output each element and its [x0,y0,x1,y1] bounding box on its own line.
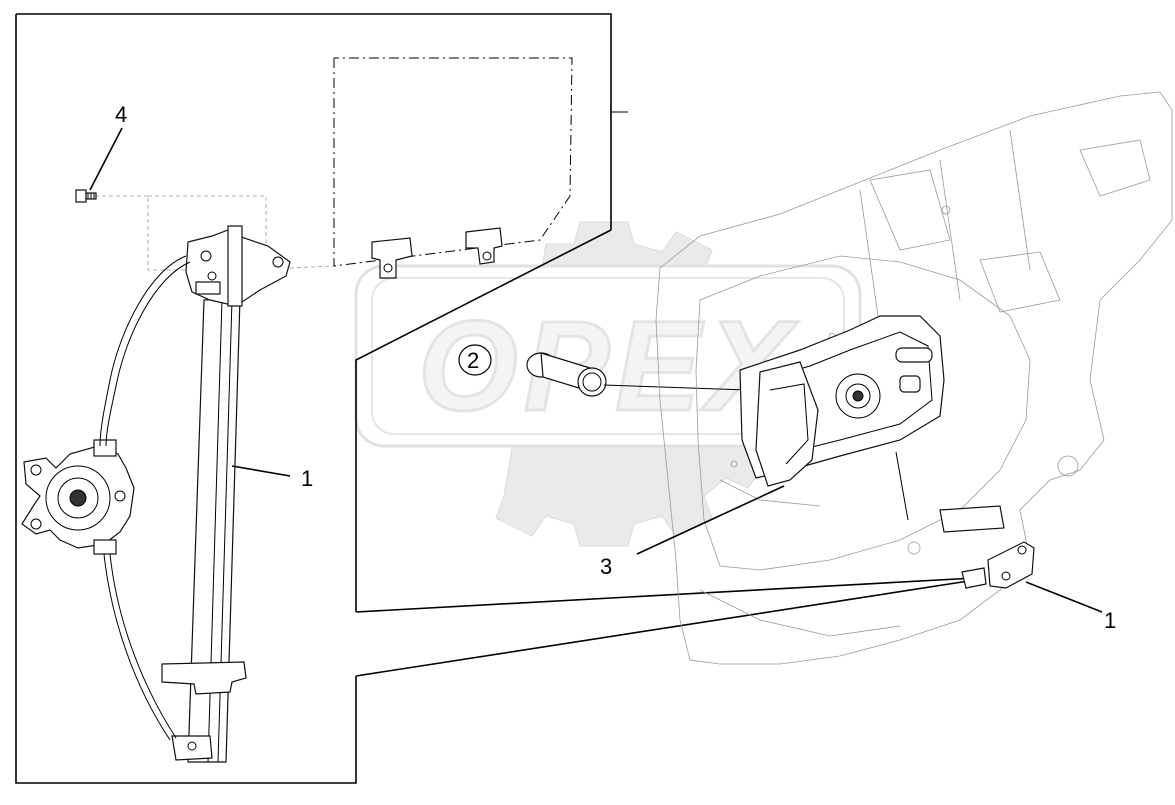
callout-1-left: 1 [301,466,313,491]
watermark-text: OPEX [418,295,798,438]
callout-2: 2 [467,348,479,373]
callout-4: 4 [115,102,127,127]
leader-lines [89,127,1103,613]
bolt-part [75,189,97,203]
callout-2-badge: 2 [458,344,492,376]
callout-3: 3 [600,554,612,579]
callouts: 4 1 2 3 1 [115,102,1116,633]
cover-plug-part [526,352,749,397]
door-inner-panel [655,91,1173,665]
left-detail-frame [15,13,976,784]
callout-1-right: 1 [1104,608,1116,633]
window-regulator-assembly [21,225,291,763]
window-glass-outline [95,57,573,279]
gear-watermark-icon: OPEX [354,221,862,547]
